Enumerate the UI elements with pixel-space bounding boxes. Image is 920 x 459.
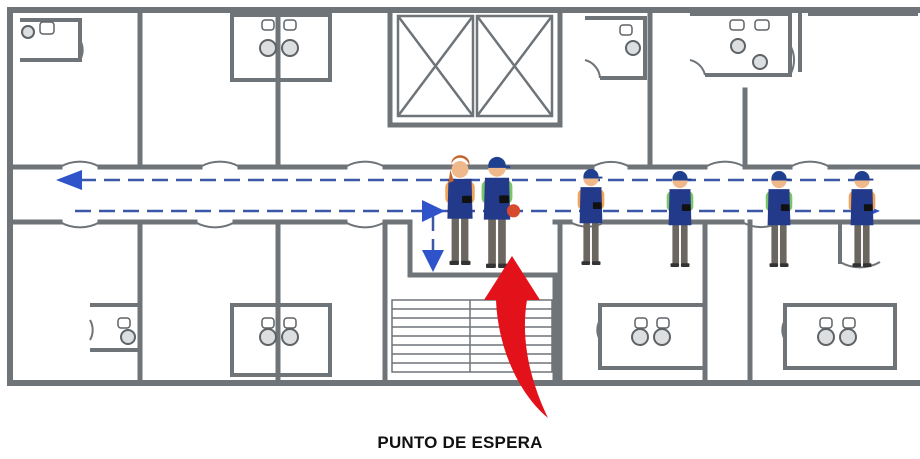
people [445, 155, 876, 268]
walls [7, 7, 920, 386]
evacuation-route [75, 178, 870, 250]
meeting-point-label: PUNTO DE ESPERA [377, 433, 543, 452]
person-icon [765, 171, 793, 267]
bathrooms-bottom [90, 303, 897, 377]
person-icon [445, 155, 475, 265]
elevator-icon [396, 14, 554, 118]
sink-icon [39, 19, 856, 329]
stairs-icon [391, 299, 553, 373]
toilet-fixture-icon [21, 25, 857, 346]
meeting-point-arrow-icon [484, 256, 548, 418]
person-icon [848, 171, 876, 267]
person-icon [666, 171, 694, 267]
bathrooms-top [20, 12, 918, 82]
door-swings [59, 39, 881, 341]
person-icon [481, 156, 521, 268]
person-icon [577, 169, 605, 265]
